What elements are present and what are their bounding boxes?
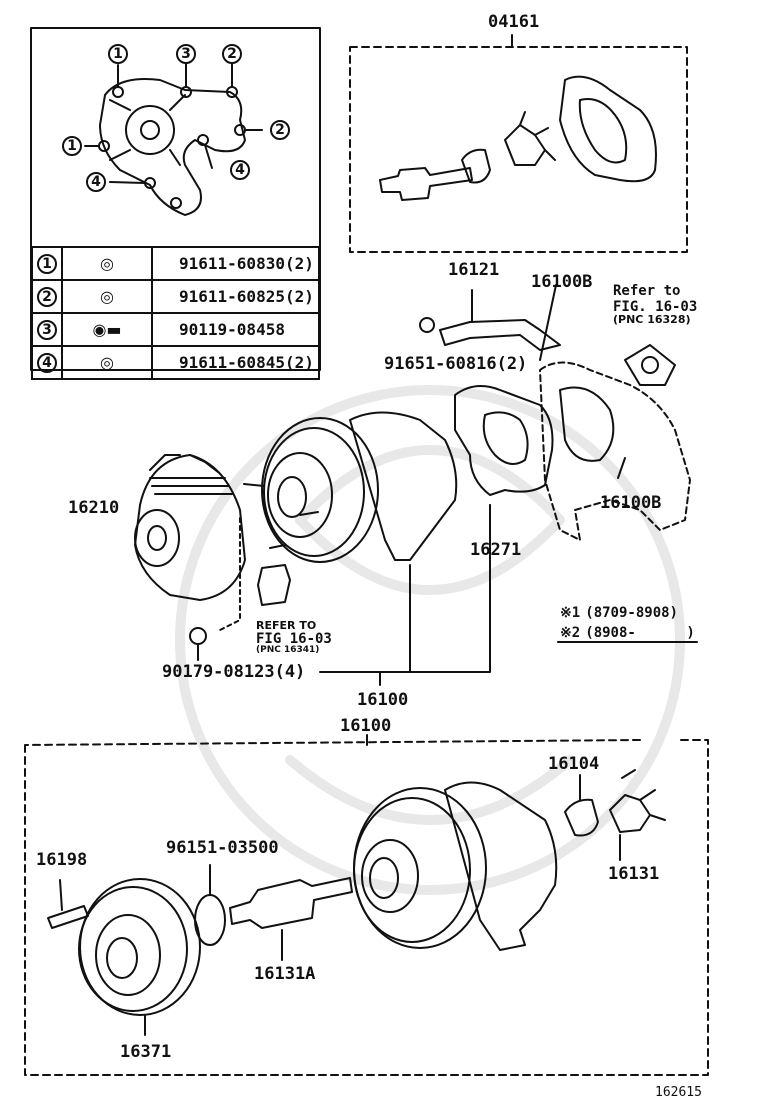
callout-bolt-2-right: 2	[270, 120, 290, 140]
watermark	[175, 385, 685, 895]
bolt-key-part: 91611-60830(2)	[151, 246, 320, 281]
bolt-key-row: 2 ◎ 91611-60825(2)	[31, 279, 320, 314]
bolt-key-index: 1	[37, 254, 57, 274]
bolt-head-icon: ◎	[100, 287, 114, 306]
label-04161: 04161	[488, 12, 540, 32]
bolt-key-table: 1 ◎ 91611-60830(2) 2 ◎ 91611-60825(2) 3 …	[31, 246, 320, 380]
inset-pump-body	[99, 78, 246, 216]
fan-coupling	[134, 454, 246, 601]
bolt-key-row: 3 ◉▬ 90119-08458	[31, 312, 320, 347]
refer-note-lower: REFER TO FIG 16-03 (PNC 16341)	[256, 619, 332, 656]
callout-bolt-1-top: 1	[108, 44, 128, 64]
note-1: ※1 (8709-8908)	[560, 602, 678, 621]
bolt-key-index: 4	[37, 353, 57, 373]
label-16198: 16198	[36, 850, 88, 870]
note-2: ※2 (8908- )	[560, 622, 695, 641]
note-2-mark: ※2	[560, 625, 581, 641]
pulley-16371	[79, 878, 201, 1016]
figure-code: 162615	[655, 1085, 702, 1100]
bolt-key-row: 4 ◎ 91611-60845(2)	[31, 345, 320, 380]
pump-body-lower	[444, 781, 558, 951]
callout-bolt-2-top: 2	[222, 44, 242, 64]
clamp-ring	[257, 564, 291, 606]
refer-upper-line3: (PNC 16328)	[613, 313, 691, 326]
bolt-side-icon: ◉▬	[92, 320, 122, 339]
bolt-key-part: 90119-08458	[151, 312, 320, 347]
note-1-mark: ※1	[560, 605, 581, 621]
kit-gasket	[559, 75, 657, 183]
label-16131: 16131	[608, 864, 660, 884]
bolt-head-icon: ◎	[100, 353, 114, 372]
pump-gasket	[454, 385, 554, 496]
outlet-gasket	[624, 344, 676, 386]
refer-note-upper: Refer to FIG. 16-03 (PNC 16328)	[613, 284, 697, 326]
callout-bolt-3: 3	[176, 44, 196, 64]
stud-16198	[47, 905, 89, 929]
callout-bolt-4-left: 4	[86, 172, 106, 192]
label-16100-upper: 16100	[357, 690, 409, 710]
seal-16104	[564, 798, 599, 837]
bolt-key-part: 91611-60845(2)	[151, 345, 320, 380]
kit-rotor	[504, 124, 546, 166]
kit-frame	[349, 46, 688, 253]
label-16371: 16371	[120, 1042, 172, 1062]
pump-body	[349, 411, 458, 561]
label-91651-60816: 91651-60816(2)	[384, 354, 528, 374]
label-16100b-upper: 16100B	[531, 272, 593, 292]
note-1-range: (8709-8908)	[585, 605, 678, 621]
refer-upper-line2: FIG. 16-03	[613, 299, 698, 315]
callout-bolt-4-right: 4	[230, 160, 250, 180]
label-96151-03500: 96151-03500	[166, 838, 279, 858]
refer-lower-line1: REFER TO	[256, 619, 317, 632]
label-16131a: 16131A	[254, 964, 316, 984]
bolt-head-icon: ◎	[100, 254, 114, 273]
label-16100b-lower: 16100B	[600, 493, 662, 513]
label-16104: 16104	[548, 754, 600, 774]
label-16100-lower: 16100	[340, 716, 392, 736]
assy-frame	[24, 739, 709, 1076]
bolt-key-index: 2	[37, 287, 57, 307]
note-2-range: (8908- )	[585, 625, 695, 641]
refer-lower-line3: (PNC 16341)	[256, 645, 320, 656]
label-16271: 16271	[470, 540, 522, 560]
bolt-key-part: 91611-60825(2)	[151, 279, 320, 314]
kit-seal	[461, 148, 491, 184]
bolt-key-row: 1 ◎ 91611-60830(2)	[31, 246, 320, 281]
pump-pulley	[261, 417, 379, 563]
label-90179-08123: 90179-08123(4)	[162, 662, 306, 682]
label-16121: 16121	[448, 260, 500, 280]
engine-block-outline	[539, 361, 691, 541]
snap-ring	[194, 894, 226, 946]
bracket	[439, 319, 561, 351]
bolt-key-index: 3	[37, 320, 57, 340]
label-16210: 16210	[68, 498, 120, 518]
refer-lower-line2: FIG 16-03	[256, 631, 332, 648]
refer-upper-line1: Refer to	[613, 283, 681, 299]
kit-shaft	[379, 167, 473, 201]
bearing-shaft	[229, 877, 353, 929]
callout-bolt-1-left: 1	[62, 136, 82, 156]
